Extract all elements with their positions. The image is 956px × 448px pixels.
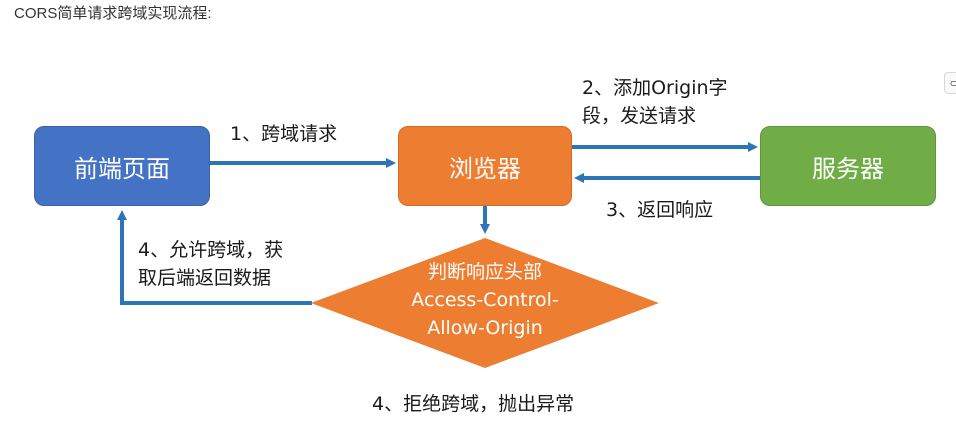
browser-node: 浏览器 — [398, 126, 572, 206]
arrow-decision-to-frontend — [117, 210, 312, 305]
step2-label: 2、添加Origin字 段，发送请求 — [582, 74, 728, 130]
frontend-page-label: 前端页面 — [74, 154, 170, 183]
step2-label-line2: 段，发送请求 — [582, 105, 697, 127]
browser-label: 浏览器 — [449, 154, 521, 183]
decision-label-line1: 判断响应头部 — [427, 261, 542, 283]
server-node: 服务器 — [760, 126, 936, 206]
decision-label-line3: Allow-Origin — [427, 317, 543, 339]
step2-label-line1: 2、添加Origin字 — [582, 77, 728, 99]
page-heading: CORS简单请求跨域实现流程: — [14, 5, 212, 22]
decision-label-line2: Access-Control- — [411, 289, 559, 311]
step4-allow-label: 4、允许跨域，获 取后端返回数据 — [138, 236, 283, 292]
step4-reject-label: 4、拒绝跨域，抛出异常 — [372, 393, 575, 415]
step4-allow-label-line2: 取后端返回数据 — [138, 267, 272, 289]
decision-label: 判断响应头部 Access-Control- Allow-Origin — [360, 258, 610, 342]
frontend-page-node: 前端页面 — [34, 126, 210, 206]
step3-label: 3、返回响应 — [606, 199, 714, 221]
step1-label: 1、跨域请求 — [230, 123, 338, 145]
server-label: 服务器 — [812, 154, 884, 183]
step4-allow-label-line1: 4、允许跨域，获 — [138, 239, 284, 261]
link-icon[interactable]: ⊂ — [944, 72, 956, 94]
decision-diamond — [311, 238, 659, 368]
